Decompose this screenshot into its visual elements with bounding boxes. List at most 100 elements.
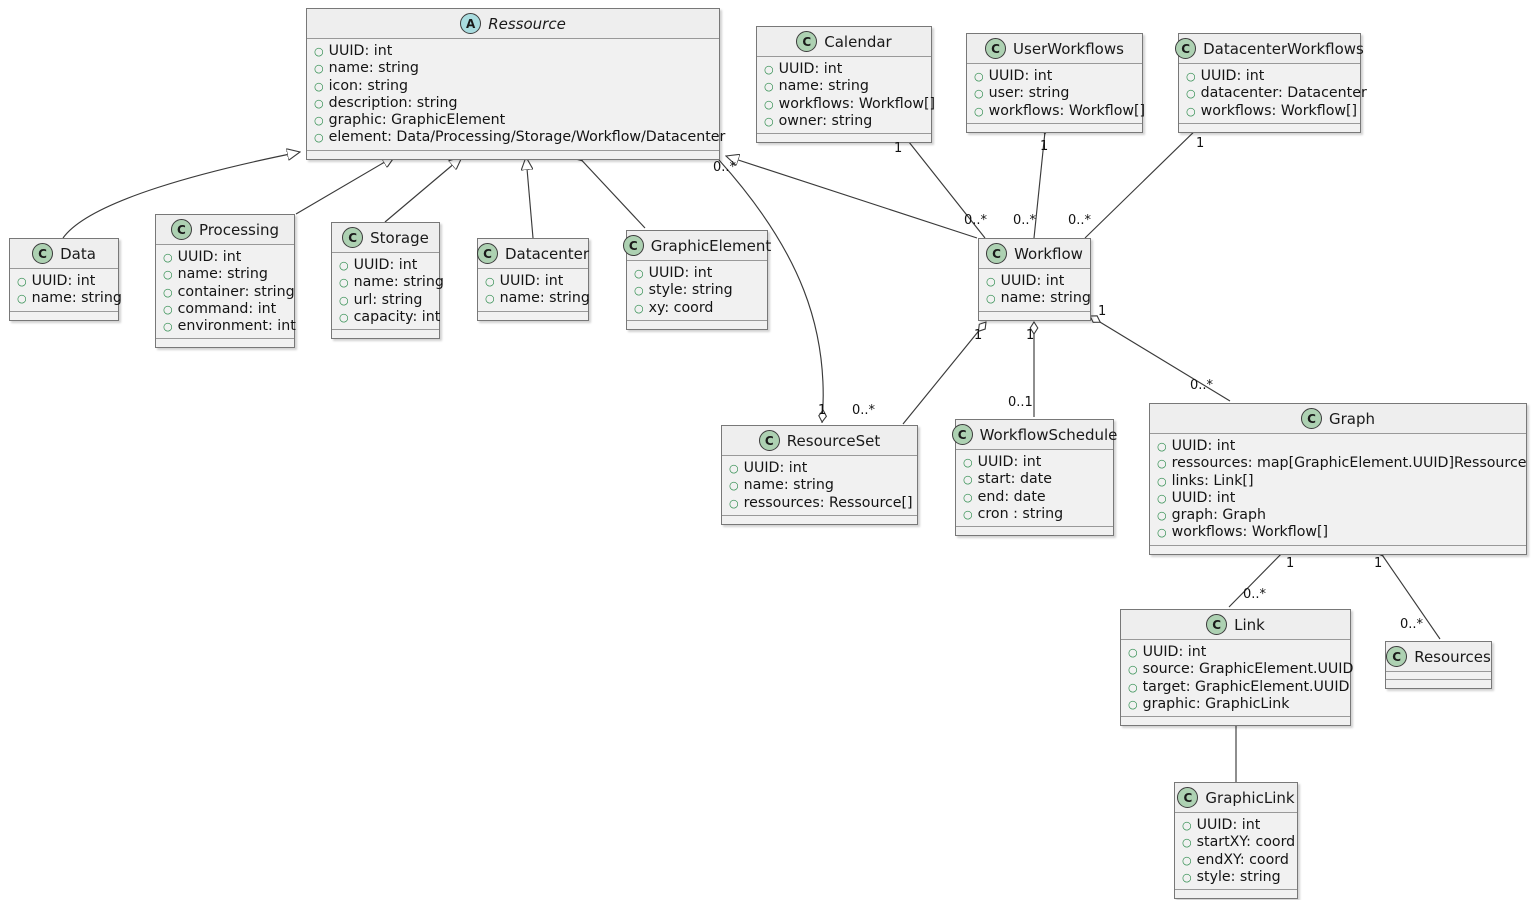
visibility-public-icon: ○ bbox=[163, 320, 173, 334]
attribute-row: ○UUID: int bbox=[485, 273, 582, 290]
visibility-public-icon: ○ bbox=[314, 114, 324, 128]
visibility-public-icon: ○ bbox=[339, 310, 349, 324]
attribute-text: UUID: int bbox=[353, 257, 418, 273]
visibility-public-icon: ○ bbox=[1186, 104, 1196, 118]
attribute-compartment-userworkflows: ○UUID: int○user: string○workflows: Workf… bbox=[967, 64, 1145, 124]
class-name-workflow: Workflow bbox=[1014, 244, 1083, 263]
visibility-public-icon: ○ bbox=[1182, 836, 1192, 850]
attribute-text: target: GraphicElement.UUID bbox=[1142, 678, 1350, 695]
class-name-resources: Resources bbox=[1414, 647, 1491, 666]
attribute-text: start: date bbox=[977, 471, 1052, 488]
attribute-row: ○ UUID: int bbox=[339, 257, 433, 274]
method-compartment-datacenterworkflows bbox=[1179, 123, 1360, 132]
class-name-data: Data bbox=[60, 244, 96, 263]
attribute-compartment-calendar: ○UUID: int○name: string○workflows: Workf… bbox=[757, 57, 935, 135]
visibility-public-icon: ○ bbox=[1128, 697, 1138, 711]
attribute-row: ○command: int bbox=[163, 301, 288, 318]
attribute-compartment-resources bbox=[1386, 672, 1491, 680]
class-icon: C bbox=[476, 243, 498, 264]
visibility-public-icon: ○ bbox=[17, 275, 27, 288]
multiplicity-label: 0..* bbox=[852, 403, 876, 418]
attribute-row: ○UUID: int bbox=[974, 68, 1136, 85]
class-name-calendar: Calendar bbox=[824, 32, 892, 51]
method-compartment-storage bbox=[332, 330, 439, 339]
attribute-row: ○endXY: coord bbox=[1182, 852, 1291, 869]
attribute-row: ○graphic: GraphicElement bbox=[314, 112, 713, 129]
visibility-public-icon: ○ bbox=[339, 259, 349, 272]
attribute-text: name: string bbox=[177, 266, 268, 283]
attribute-text: UUID: int bbox=[1171, 489, 1236, 506]
visibility-public-icon: ○ bbox=[314, 96, 324, 110]
attribute-text: command: int bbox=[177, 300, 277, 317]
attribute-row: ○UUID: int bbox=[17, 273, 112, 290]
class-header-resources: C Resources bbox=[1386, 642, 1491, 672]
attribute-text: name: string bbox=[778, 78, 869, 95]
class-box-resources[interactable]: C Resources bbox=[1385, 641, 1492, 689]
class-name-userworkflows: UserWorkflows bbox=[1013, 39, 1124, 58]
attribute-row: ○UUID: int bbox=[1128, 644, 1344, 661]
attribute-text: name: string bbox=[743, 477, 834, 494]
attribute-text: graphic: GraphicLink bbox=[1142, 695, 1290, 712]
attribute-row: ○UUID: int bbox=[1157, 438, 1520, 455]
multiplicity-label: 1 bbox=[974, 328, 983, 343]
visibility-public-icon: ○ bbox=[974, 70, 984, 83]
attribute-text: graph: Graph bbox=[1171, 507, 1266, 524]
visibility-public-icon: ○ bbox=[974, 104, 984, 118]
multiplicity-label: 0..* bbox=[1243, 587, 1267, 602]
attribute-row: ○ name: string bbox=[986, 290, 1091, 307]
attribute-text: name: string bbox=[353, 274, 444, 291]
attribute-text: UUID: int bbox=[778, 61, 843, 77]
visibility-public-icon: ○ bbox=[986, 292, 996, 306]
attribute-compartment-graphicelement: ○UUID: int○style: string○xy: coord bbox=[627, 261, 767, 321]
class-icon: C bbox=[1175, 38, 1197, 59]
class-icon: C bbox=[1386, 646, 1408, 667]
attribute-text: UUID: int bbox=[1171, 438, 1236, 454]
attribute-text: name: string bbox=[1000, 290, 1091, 307]
attribute-row: ○name: string bbox=[729, 477, 911, 494]
class-name-ressource: Ressource bbox=[488, 14, 566, 33]
method-compartment-data bbox=[10, 311, 118, 320]
method-compartment-processing bbox=[156, 339, 294, 348]
visibility-public-icon: ○ bbox=[163, 285, 173, 299]
attribute-text: container: string bbox=[177, 283, 295, 300]
attribute-row: ○icon: string bbox=[314, 78, 713, 95]
attribute-row: ○links: Link[] bbox=[1157, 473, 1520, 490]
attribute-row: ○UUID: int bbox=[986, 273, 1084, 290]
visibility-public-icon: ○ bbox=[764, 97, 774, 111]
attribute-text: description: string bbox=[328, 94, 458, 111]
method-compartment-datacenter bbox=[478, 311, 588, 320]
attribute-compartment-ressource: ○UUID: int○name: string○icon: string○des… bbox=[307, 39, 725, 151]
attribute-compartment-data: ○UUID: int○ name: string bbox=[10, 269, 122, 312]
attribute-row: ○ graphic: GraphicLink bbox=[1128, 696, 1344, 713]
attribute-text: startXY: coord bbox=[1196, 834, 1296, 851]
method-compartment-link bbox=[1121, 717, 1350, 726]
attribute-text: style: string bbox=[1196, 868, 1281, 885]
attribute-row: ○datacenter: Datacenter bbox=[1186, 85, 1367, 102]
attribute-text: name: string bbox=[31, 290, 122, 307]
attribute-row: ○UUID: int bbox=[1186, 68, 1354, 85]
attribute-row: ○graph: Graph bbox=[1157, 507, 1520, 524]
visibility-public-icon: ○ bbox=[314, 45, 324, 58]
method-compartment-workflow bbox=[979, 311, 1090, 320]
multiplicity-label: 1 bbox=[1196, 136, 1205, 151]
